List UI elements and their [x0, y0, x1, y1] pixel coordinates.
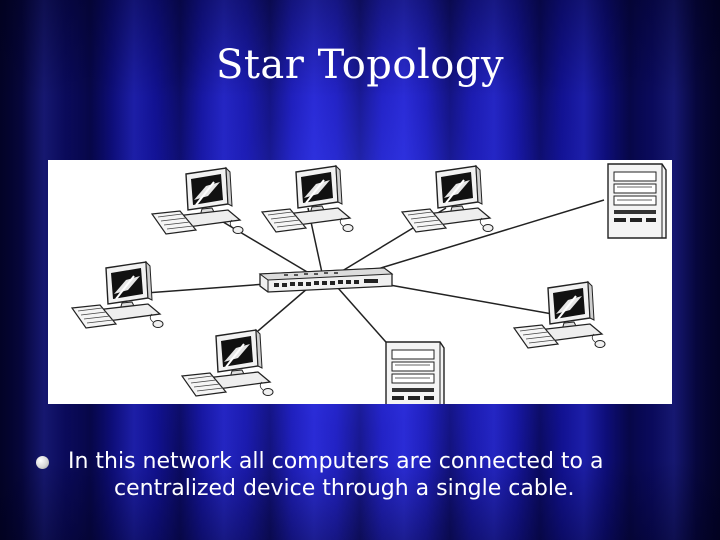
link-server-1 — [347, 199, 605, 279]
bullet-text-line-2: centralized device through a single cabl… — [114, 476, 575, 501]
star-topology-diagram — [48, 160, 672, 404]
server-tower-icon-server-2 — [385, 341, 445, 404]
link-server-2 — [337, 287, 394, 351]
desktop-computer-icon-pc-4 — [71, 261, 164, 329]
server-tower-icon-server-1 — [607, 163, 667, 239]
slide-title: Star Topology — [215, 42, 505, 88]
network-hub-icon — [258, 267, 394, 293]
bullet-text: In this network all computers are connec… — [68, 448, 696, 502]
desktop-computer-icon-pc-3 — [401, 165, 494, 233]
desktop-computer-icon-pc-6 — [181, 329, 274, 397]
link-pc-5 — [383, 283, 559, 316]
desktop-computer-icon-pc-5 — [513, 281, 606, 349]
desktop-computer-icon-pc-2 — [261, 165, 354, 233]
bullet-dot-icon — [36, 456, 49, 469]
desktop-computer-icon-pc-1 — [151, 167, 244, 235]
bullet-text-line-1: In this network all computers are connec… — [68, 449, 604, 474]
bullet-point: In this network all computers are connec… — [36, 448, 696, 502]
